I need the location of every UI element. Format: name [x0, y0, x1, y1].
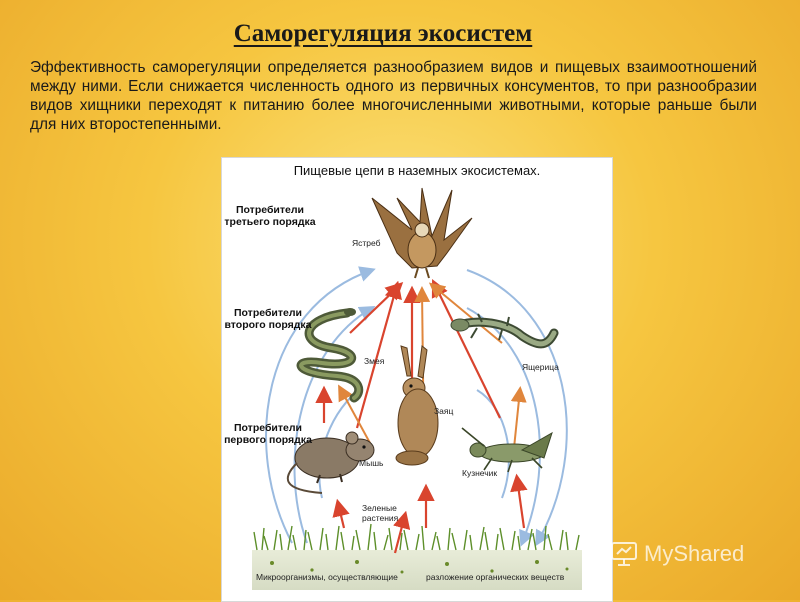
watermark-text: MyShared	[644, 541, 745, 566]
watermark: MyShared	[610, 536, 770, 576]
grass	[253, 523, 580, 551]
slide-text: Эффективность саморегуляции определяется…	[30, 59, 757, 133]
snake-illustration	[296, 308, 364, 403]
soil-strip	[252, 550, 582, 590]
hawk-illustration	[371, 187, 473, 279]
soil-dots	[270, 560, 569, 574]
soil-caption-part2: разложение органических веществ	[426, 572, 565, 582]
level-third: Потребители третьего порядка	[224, 204, 316, 228]
hare-illustration	[395, 345, 439, 466]
label-lizard: Ящерица	[522, 362, 559, 372]
label-snake: Змея	[364, 356, 385, 366]
food-chain-diagram: Пищевые цепи в наземных экосистемах. Пот…	[221, 157, 613, 602]
grasshopper-illustration	[461, 427, 553, 473]
diagram-title: Пищевые цепи в наземных экосистемах.	[293, 163, 541, 178]
diagram-graphics	[252, 187, 582, 590]
label-grasshopper: Кузнечик	[462, 468, 498, 478]
label-hawk: Ястреб	[352, 238, 381, 248]
level-second: Потребители второго порядка	[224, 307, 312, 331]
food-arrows-red	[315, 279, 528, 554]
soil-caption-part1: Микроорганизмы, осуществляющие	[256, 572, 398, 582]
presentation-icon	[611, 542, 637, 566]
mouse-illustration	[286, 431, 375, 494]
lizard-illustration	[450, 313, 559, 349]
label-hare: Заяц	[434, 406, 454, 416]
label-mouse: Мышь	[359, 458, 384, 468]
level-first: Потребители первого порядка	[224, 422, 312, 446]
label-plants: Зеленые растения	[362, 503, 399, 523]
slide-title: Саморегуляция экосистем	[233, 20, 533, 47]
